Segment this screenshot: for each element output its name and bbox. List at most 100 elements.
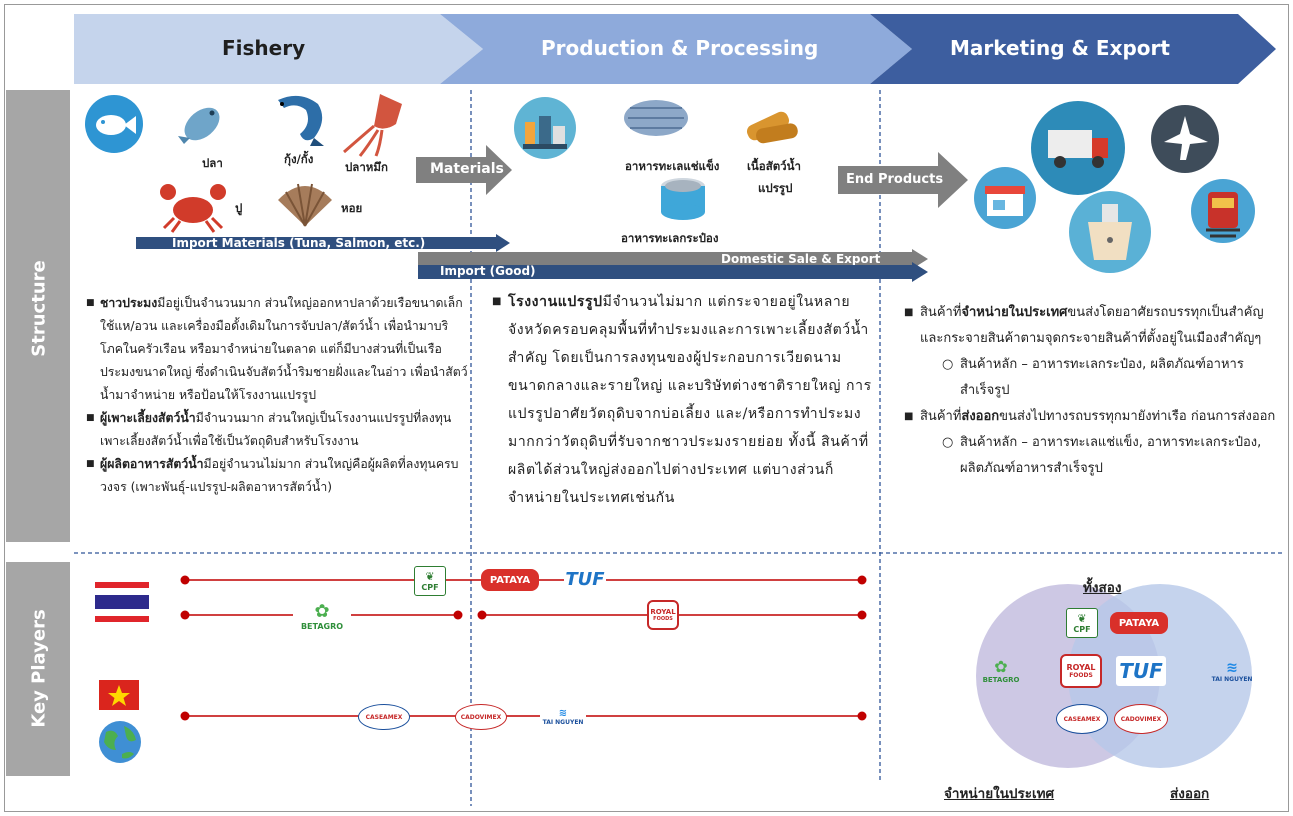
venn-betagro-text: BETAGRO xyxy=(982,675,1020,684)
venn-tuf-text: TUF xyxy=(1119,659,1163,683)
venn-pataya-text: PATAYA xyxy=(1118,617,1160,629)
venn-tuf-logo: TUF xyxy=(1116,656,1166,686)
train-icon xyxy=(1191,179,1255,243)
cpf-emblem-icon: ❦ xyxy=(1077,612,1087,625)
stage-production-title: Production & Processing xyxy=(541,36,819,60)
venn-tai-nguyen-text: TAI NGUYEN xyxy=(1211,675,1253,683)
factory-icon xyxy=(514,97,576,159)
venn-tai-nguyen-logo: ≋TAI NGUYEN xyxy=(1208,654,1256,688)
wave-icon: ≋ xyxy=(1226,659,1238,676)
venn-pataya-logo: PATAYA xyxy=(1110,612,1168,634)
bullet-icon: ■ xyxy=(904,307,914,318)
processed-label-2: แปรรูป xyxy=(758,181,793,195)
venn-royal-text: ROYAL xyxy=(1066,663,1096,672)
stage-fishery-shape xyxy=(74,14,483,84)
plane-icon xyxy=(1151,105,1219,173)
materials-label: Materials xyxy=(430,161,504,177)
domestic-export-label: Domestic Sale & Export xyxy=(721,252,881,266)
stage-marketing-title: Marketing & Export xyxy=(950,36,1170,60)
frozen-label: อาหารทะเลแช่แข็ง xyxy=(625,159,720,173)
key-players-sidebar: Key Players xyxy=(6,562,70,776)
venn-cpf-logo: ❦CPF xyxy=(1066,608,1098,638)
tuf-logo-text: TUF xyxy=(565,568,605,590)
cpf-logo: ❦CPF xyxy=(414,566,446,596)
tuf-logo: TUF xyxy=(564,566,606,592)
squid-label: ปลาหมึก xyxy=(345,160,388,174)
page-frame xyxy=(4,4,1289,812)
production-p1-bold: โรงงานแปรรูป xyxy=(508,294,603,310)
sub-bullet-icon: ○ xyxy=(942,435,954,450)
marketing-p2-sub: สินค้าหลัก – อาหารทะเลแช่แข็ง, อาหารทะเล… xyxy=(960,435,1262,476)
marketing-p1-b: ขนส่งโดยอาศัยรถบรรทุกเป็นสำคัญ และกระจาย… xyxy=(920,305,1264,346)
globe-icon xyxy=(99,721,141,763)
venn-cadovimex-logo: CADOVIMEX xyxy=(1114,704,1168,734)
betagro-emblem-icon: ✿ xyxy=(994,656,1008,676)
end-products-label: End Products xyxy=(846,172,944,187)
fishery-p1: มีอยู่เป็นจำนวนมาก ส่วนใหญ่ออกหาปลาด้วยเ… xyxy=(100,296,468,402)
end-products-arrow xyxy=(838,152,968,208)
store-icon xyxy=(974,167,1036,229)
production-description: ■ โรงงานแปรรูปมีจำนวนไม่มาก แต่กระจายอยู… xyxy=(492,288,874,512)
import-materials-label: Import Materials (Tuna, Salmon, etc.) xyxy=(172,236,426,250)
cpf-logo-text: CPF xyxy=(421,583,439,592)
venn-both-label: ทั้งสอง xyxy=(1083,580,1122,596)
marketing-p2-bold: ส่งออก xyxy=(961,409,1000,424)
truck-icon xyxy=(1031,101,1125,195)
processed-label-1: เนื้อสัตว์น้ำ xyxy=(747,159,801,173)
betagro-logo: ✿BETAGRO xyxy=(293,596,351,636)
canned-label: อาหารทะเลกระป๋อง xyxy=(621,231,719,245)
fishery-p2-bold: ผู้เพาะเลี้ยงสัตว์น้ำ xyxy=(100,411,196,425)
fishery-p3: มีอยู่จำนวนไม่มาก ส่วนใหญ่คือผู้ผลิตที่ล… xyxy=(100,457,459,494)
crab-icon xyxy=(160,184,226,233)
marketing-p1-sub: สินค้าหลัก – อาหารทะเลกระป๋อง, ผลิตภัณฑ์… xyxy=(960,357,1244,398)
production-p1: มีจำนวนไม่มาก แต่กระจายอยู่ในหลายจังหวัด… xyxy=(508,294,872,506)
crab-label: ปู xyxy=(235,201,243,215)
bullet-icon: ■ xyxy=(904,411,914,422)
cadovimex-logo-text: CADOVIMEX xyxy=(460,713,502,721)
wave-icon: ≋ xyxy=(558,708,568,719)
cpf-emblem-icon: ❦ xyxy=(425,570,435,583)
stage-chevrons xyxy=(74,14,1276,84)
cadovimex-logo: CADOVIMEX xyxy=(455,704,507,730)
shrimp-icon xyxy=(278,95,324,146)
caseamex-logo-text: CASEAMEX xyxy=(365,713,403,721)
import-good-label: Import (Good) xyxy=(440,264,536,278)
marketing-p1-a: สินค้าที่ xyxy=(920,305,962,320)
pataya-logo: PATAYA xyxy=(481,569,539,591)
vietnam-flag-icon xyxy=(99,680,139,710)
structure-sidebar: Structure xyxy=(6,90,70,542)
fish-label: ปลา xyxy=(202,156,223,170)
fish-circle-icon xyxy=(85,95,143,153)
venn-export-label: ส่งออก xyxy=(1170,786,1210,802)
venn-domestic-label: จำหน่ายในประเทศ xyxy=(944,786,1055,802)
marketing-p2-a: สินค้าที่ xyxy=(920,409,962,424)
ship-icon xyxy=(1069,191,1151,273)
royal-logo-text: ROYAL xyxy=(650,608,676,616)
squid-icon xyxy=(343,94,402,157)
import-good-bar xyxy=(418,262,928,282)
sub-bullet-icon: ○ xyxy=(942,357,954,372)
fish-icon xyxy=(178,107,220,144)
pataya-logo-text: PATAYA xyxy=(489,574,531,586)
canned-seafood-icon xyxy=(661,178,705,220)
processed-seafood-icon xyxy=(746,111,798,144)
materials-arrow xyxy=(416,145,512,195)
fishery-p1-bold: ชาวประมง xyxy=(100,296,158,310)
bullet-icon: ■ xyxy=(86,459,95,469)
betagro-logo-text: BETAGRO xyxy=(300,622,344,631)
shell-icon xyxy=(278,183,332,227)
stage-fishery-title: Fishery xyxy=(222,36,306,60)
royal-logo-sub: FOODS xyxy=(653,616,673,622)
import-materials-bar xyxy=(136,234,510,252)
frozen-seafood-icon xyxy=(624,100,688,136)
fishery-description: ■ ชาวประมงมีอยู่เป็นจำนวนมาก ส่วนใหญ่ออก… xyxy=(86,292,470,499)
marketing-description: ■ สินค้าที่จำหน่ายในประเทศขนส่งโดยอาศัยร… xyxy=(904,300,1280,482)
domestic-export-bar xyxy=(418,249,928,269)
bullet-icon: ■ xyxy=(86,413,95,423)
shell-label: หอย xyxy=(341,201,363,215)
venn-caseamex-logo: CASEAMEX xyxy=(1056,704,1108,734)
stage-marketing-shape xyxy=(870,14,1276,84)
